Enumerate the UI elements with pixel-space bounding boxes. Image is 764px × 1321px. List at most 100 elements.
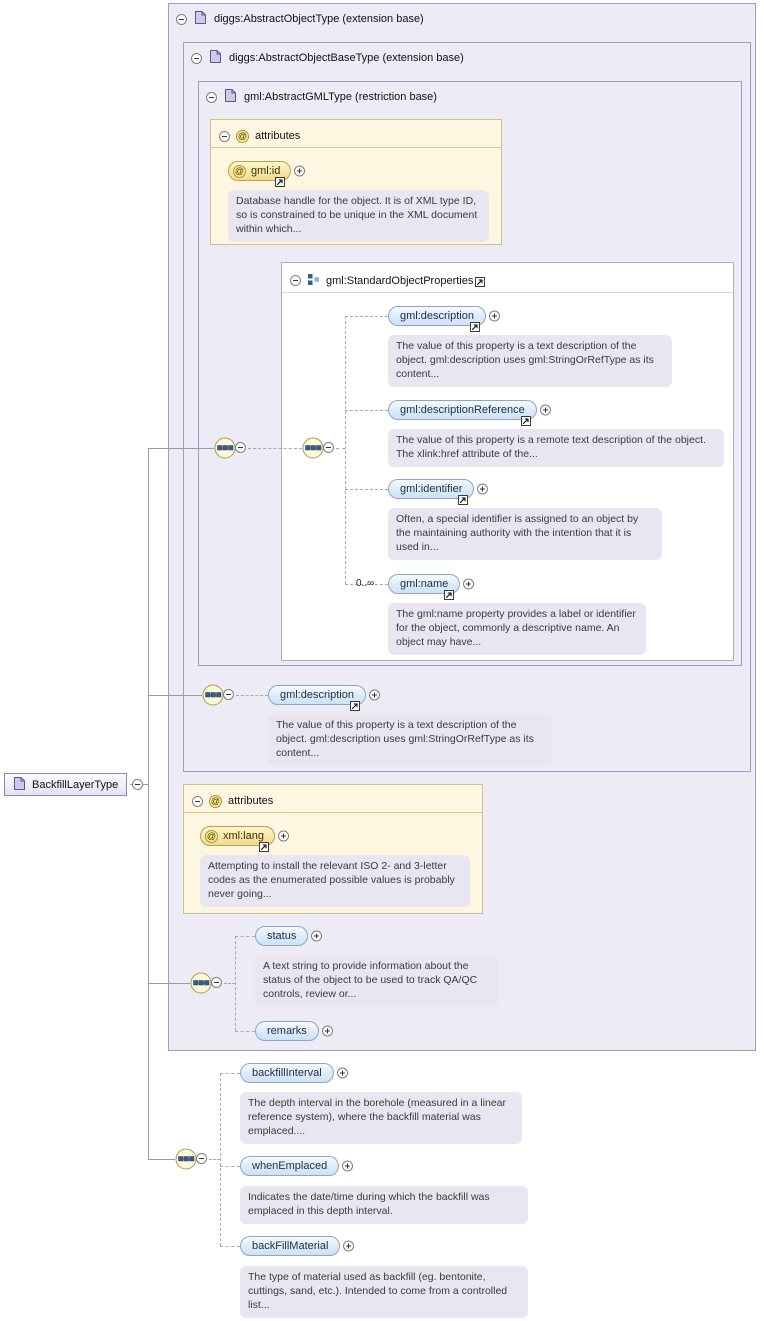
connector-line (148, 448, 149, 1159)
root-collapse-icon[interactable] (132, 779, 143, 790)
collapse-icon[interactable] (191, 52, 202, 64)
root-type-box[interactable]: BackfillLayerType (4, 773, 128, 796)
attribute-label: gml:id (251, 165, 281, 177)
connector-line-dashed (220, 1166, 240, 1167)
expand-icon[interactable] (294, 165, 306, 177)
connector-line-dashed (336, 448, 345, 449)
collapse-icon[interactable] (235, 442, 246, 453)
connector-line-dashed (345, 489, 388, 490)
connector-line-dashed (235, 936, 255, 937)
jump-to-definition-icon[interactable] (520, 416, 531, 426)
group-title: gml:StandardObjectProperties (326, 274, 474, 287)
expand-icon[interactable] (321, 1025, 333, 1037)
connector-line-dashed (345, 316, 346, 584)
element-gml-name[interactable]: gml:name (388, 574, 475, 600)
element-gml-description-reference[interactable]: gml:descriptionReference (388, 400, 551, 426)
attribute-icon: @ (205, 829, 218, 843)
documentation: Attempting to install the relevant ISO 2… (200, 855, 470, 907)
attribute-icon: @ (209, 794, 222, 808)
jump-to-definition-icon[interactable] (258, 842, 269, 852)
element-label: gml:description (400, 310, 474, 322)
documentation: A text string to provide information abo… (255, 955, 498, 1007)
element-label: whenEmplaced (252, 1160, 328, 1172)
container-title: diggs:AbstractObjectType (extension base… (214, 13, 424, 25)
documentation: The type of material used as backfill (e… (240, 1266, 528, 1318)
collapse-icon[interactable] (206, 91, 217, 103)
element-gml-identifier[interactable]: gml:identifier (388, 479, 489, 505)
attribute-icon: @ (236, 129, 249, 143)
element-remarks[interactable]: remarks (255, 1021, 333, 1041)
element-backfill-material[interactable]: backFillMaterial (240, 1236, 355, 1256)
connector-line-dashed (220, 1073, 221, 1246)
container-header: diggs:AbstractObjectType (extension base… (169, 4, 755, 34)
jump-to-definition-icon[interactable] (275, 177, 286, 187)
jump-to-definition-icon[interactable] (469, 322, 480, 332)
jump-to-definition-icon[interactable] (458, 495, 469, 505)
collapse-icon[interactable] (290, 275, 301, 286)
element-gml-description[interactable]: gml:description (388, 306, 500, 332)
attributes-title: attributes (255, 130, 301, 142)
element-label: remarks (267, 1025, 307, 1037)
collapse-icon[interactable] (176, 13, 187, 25)
connector-line-dashed (345, 584, 388, 585)
documentation: The depth interval in the borehole (meas… (240, 1092, 522, 1144)
connector-line-dashed (345, 410, 388, 411)
sequence-compositor-gml-inner[interactable] (302, 437, 334, 459)
element-label: gml:identifier (400, 483, 463, 495)
complex-type-icon (209, 49, 222, 67)
expand-icon[interactable] (311, 930, 323, 942)
collapse-icon[interactable] (323, 442, 334, 453)
attributes-panel-header: @ attributes (211, 120, 501, 148)
collapse-icon[interactable] (211, 977, 222, 988)
jump-to-definition-icon[interactable] (349, 701, 360, 711)
connector-line (148, 695, 202, 696)
expand-icon[interactable] (477, 483, 489, 495)
jump-to-definition-icon[interactable] (475, 277, 485, 287)
attribute-icon: @ (233, 164, 246, 178)
collapse-icon[interactable] (196, 1153, 207, 1164)
attribute-gml-id[interactable]: @ gml:id (228, 161, 306, 187)
sequence-compositor-gml-outer[interactable] (214, 437, 246, 459)
element-when-emplaced[interactable]: whenEmplaced (240, 1156, 354, 1176)
collapse-icon[interactable] (219, 130, 230, 142)
element-backfill-interval[interactable]: backfillInterval (240, 1063, 348, 1083)
expand-icon[interactable] (277, 830, 289, 842)
root-type-label: BackfillLayerType (32, 778, 119, 791)
element-label: gml:name (400, 578, 449, 590)
expand-icon[interactable] (336, 1067, 348, 1079)
connector-line-dashed (235, 1031, 255, 1032)
container-title: gml:AbstractGMLType (restriction base) (244, 91, 437, 103)
expand-icon[interactable] (342, 1160, 354, 1172)
element-label: backfillInterval (252, 1067, 322, 1079)
collapse-icon[interactable] (223, 689, 234, 700)
connector-line (148, 1159, 175, 1160)
connector-line (148, 448, 214, 449)
container-header: gml:AbstractGMLType (restriction base) (199, 82, 741, 112)
documentation: The gml:name property provides a label o… (388, 603, 646, 655)
connector-line-dashed (209, 1159, 220, 1160)
connector-line-dashed (220, 1246, 240, 1247)
expand-icon[interactable] (488, 310, 500, 322)
group-header: gml:StandardObjectProperties (282, 263, 733, 293)
expand-icon[interactable] (343, 1240, 355, 1252)
documentation: Database handle for the object. It is of… (228, 190, 489, 242)
documentation: The value of this property is a text des… (268, 714, 552, 766)
sequence-compositor-backfill[interactable] (175, 1148, 207, 1170)
element-gml-description-base[interactable]: gml:description (268, 685, 380, 711)
container-header: diggs:AbstractObjectBaseType (extension … (184, 43, 750, 73)
jump-to-definition-icon[interactable] (444, 590, 455, 600)
attribute-xml-lang[interactable]: @ xml:lang (200, 826, 289, 852)
connector-line-dashed (236, 695, 268, 696)
expand-icon[interactable] (368, 689, 380, 701)
connector-line-dashed (220, 1073, 240, 1074)
sequence-compositor-object[interactable] (190, 972, 222, 994)
sequence-compositor-base[interactable] (202, 684, 234, 706)
collapse-icon[interactable] (192, 795, 203, 807)
element-status[interactable]: status (255, 926, 323, 946)
expand-icon[interactable] (463, 578, 475, 590)
expand-icon[interactable] (539, 404, 551, 416)
attributes-title: attributes (228, 795, 274, 807)
connector-line-dashed (235, 936, 236, 1031)
documentation: Often, a special identifier is assigned … (388, 508, 662, 560)
